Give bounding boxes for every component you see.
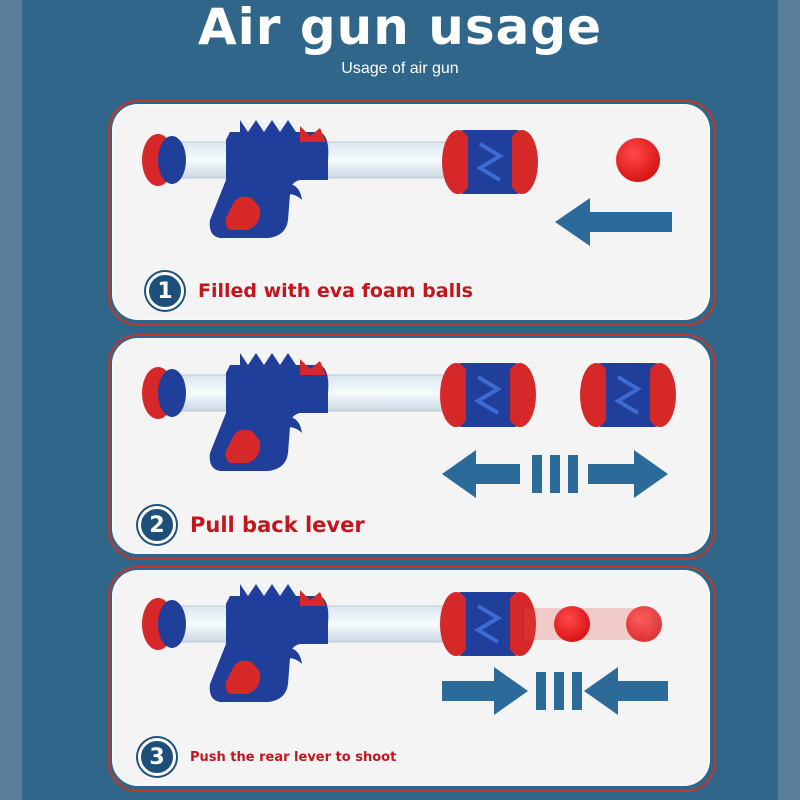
step-2-label: 2 Pull back lever <box>138 506 365 544</box>
page-subtitle: Usage of air gun <box>341 60 459 77</box>
step-2-number: 2 <box>138 506 176 544</box>
panel-3-border <box>108 566 716 792</box>
step-3-pump <box>438 590 538 658</box>
foam-ball <box>616 138 660 182</box>
step-3-label: 3 Push the rear lever to shoot <box>138 738 396 776</box>
step-2-text: Pull back lever <box>190 513 365 537</box>
page-title: Air gun usage <box>197 0 603 56</box>
shot-ball-trail <box>525 606 662 642</box>
step-1-number: 1 <box>146 272 184 310</box>
step-2-pump-front <box>438 361 538 429</box>
step-3-number: 3 <box>138 738 176 776</box>
step-1-gun <box>141 119 481 239</box>
step-3-text: Push the rear lever to shoot <box>190 749 397 765</box>
step-1-pump <box>440 128 540 196</box>
arrow-left-icon <box>555 198 672 246</box>
step-1-label: 1 Filled with eva foam balls <box>146 272 473 310</box>
panel-1-border <box>108 100 716 326</box>
panel-2-border <box>108 334 716 560</box>
arrow-push-icon <box>442 667 668 715</box>
step-2-pump-back <box>578 361 678 429</box>
step-1-text: Filled with eva foam balls <box>198 280 473 302</box>
step-2-gun <box>141 352 481 472</box>
step-3-gun <box>141 583 481 703</box>
arrow-both-icon <box>442 450 668 498</box>
